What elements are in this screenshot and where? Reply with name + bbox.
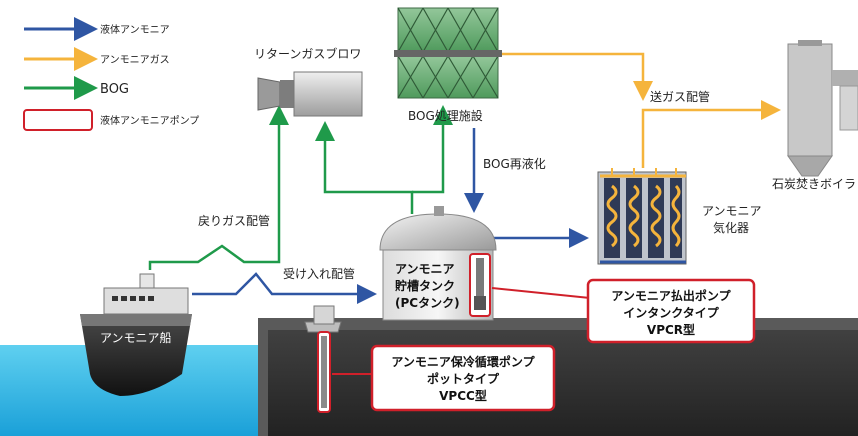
receiving-pipe [192,272,377,304]
discharge-pump-line3: VPCR型 [647,322,695,337]
gas-pipe-label: 送ガス配管 [650,89,710,104]
gas-pipes [492,52,781,168]
legend: 液体アンモニア アンモニアガス BOG 液体アンモニアポンプ [23,17,199,131]
gas-supply-pipe [641,100,781,168]
legend-liquid-ammonia: 液体アンモニア [100,23,170,36]
treatment-to-gas-pipe [492,52,653,101]
ship-label: アンモニア船 [100,331,172,345]
coal-boiler-label: 石炭焚きボイラ [772,177,856,191]
legend-liquid-ammonia-pump: 液体アンモニアポンプ [100,114,199,127]
circulation-pump-callout [332,344,556,412]
return-gas-blower-label: リターンガスブロワ [254,46,361,61]
discharge-pump-line1: アンモニア払出ポンプ [611,288,731,303]
circulation-pump-line3: VPCC型 [439,388,487,403]
ammonia-vaporizer [597,168,687,265]
in-tank-pump [469,253,491,317]
return-gas-blower [257,71,363,117]
bog-pipes [148,105,453,270]
pot-pump [304,305,342,413]
legend-bog: BOG [100,82,129,97]
bog-treatment-label: BOG処理施設 [408,108,483,123]
legend-pump-swatch [23,109,93,131]
vaporizer-label-line2: 気化器 [713,220,749,235]
receiving-pipe-label: 受け入れ配管 [283,266,355,281]
bog-to-treatment-pipe [412,105,453,194]
bog-to-blower-pipe [315,121,414,214]
tank-label-line2: 貯槽タンク [395,278,455,293]
legend-ammonia-gas: アンモニアガス [100,54,170,66]
ammonia-ship [80,273,192,396]
liquid-pipes [192,128,589,304]
coal-boiler [787,40,858,177]
vaporizer-label-line1: アンモニア [702,204,762,218]
tank-label-line3: (PCタンク) [395,296,460,310]
circulation-pump-line1: アンモニア保冷循環ポンプ [391,354,535,369]
circulation-pump-line2: ポットタイプ [427,371,500,386]
return-gas-pipe-label: 戻りガス配管 [198,213,270,228]
shore [258,318,858,436]
return-gas-pipe [148,105,289,270]
discharge-pump-callout [491,278,756,344]
discharge-pump-line2: インタンクタイプ [623,305,720,320]
tank-label-line1: アンモニア [395,262,455,276]
bog-reliquefaction-label: BOG再液化 [483,156,546,171]
bog-treatment-facility [394,7,502,99]
